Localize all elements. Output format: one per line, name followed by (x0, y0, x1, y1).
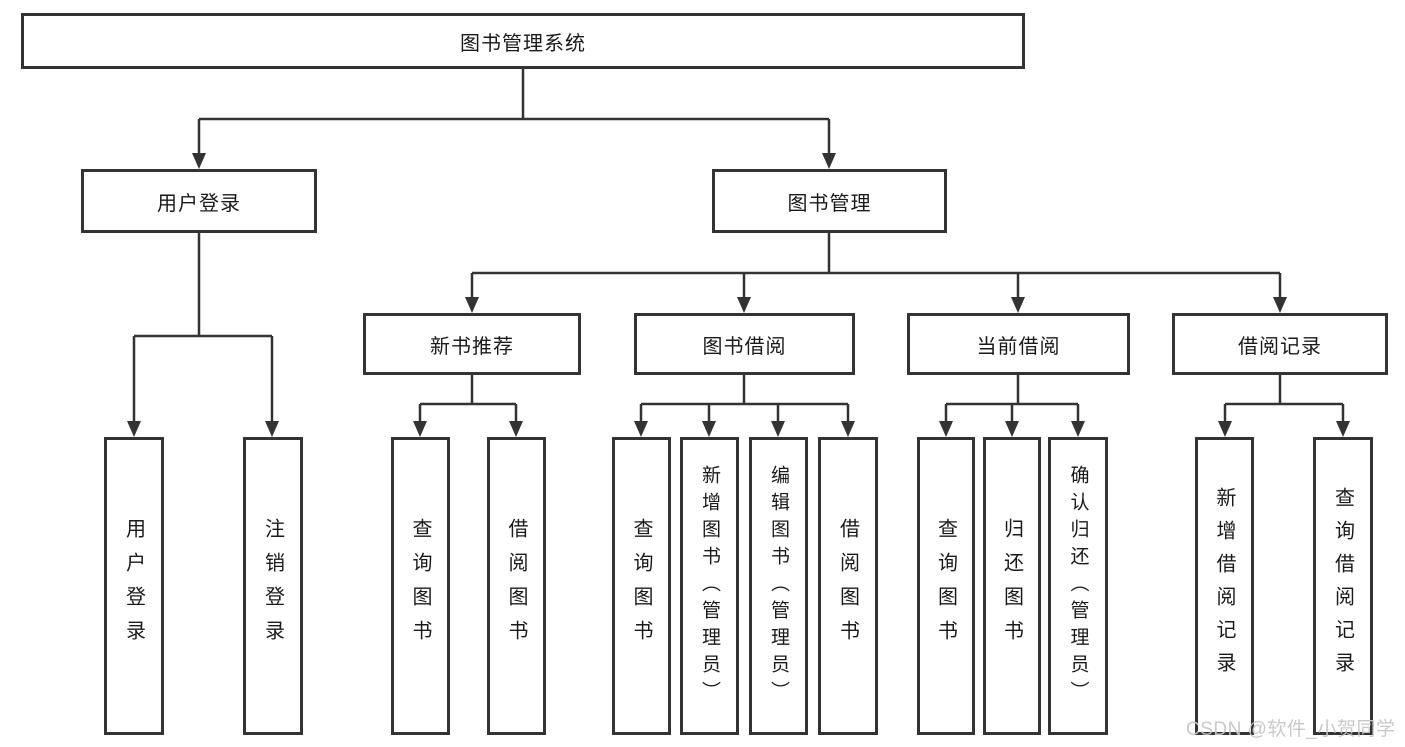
node-user-login: 用户登录 (81, 169, 317, 233)
arrowheads-borrow-records-children (1218, 421, 1350, 437)
node-current-borrow-label: 当前借阅 (976, 335, 1061, 358)
leaf-current-borrow-confirm-label: 确认归还（管理员） (1067, 464, 1089, 708)
leaf-new-books-borrow: 借阅图书 (487, 437, 546, 735)
node-root: 图书管理系统 (21, 13, 1025, 69)
leaf-current-borrow-query-label: 查询图书 (934, 518, 957, 654)
leaf-records-add: 新增借阅记录 (1195, 437, 1254, 735)
leaf-records-add-label: 新增借阅记录 (1213, 487, 1235, 685)
node-borrow-records-label: 借阅记录 (1238, 335, 1322, 358)
connector-root-to-level2 (197, 69, 831, 155)
node-root-label: 图书管理系统 (460, 32, 586, 55)
arrowheads-user-login-children (127, 421, 279, 437)
leaf-book-borrow-borrow: 借阅图书 (818, 437, 878, 735)
leaf-user-login: 用户登录 (104, 437, 164, 735)
node-borrow-records: 借阅记录 (1172, 313, 1388, 375)
leaf-records-query: 查询借阅记录 (1313, 437, 1373, 735)
arrowheads-level3 (465, 297, 1287, 313)
node-current-borrow: 当前借阅 (907, 313, 1130, 375)
node-book-borrow-label: 图书借阅 (702, 335, 787, 358)
leaf-current-borrow-return-label: 归还图书 (1000, 518, 1023, 654)
leaf-records-query-label: 查询借阅记录 (1331, 487, 1354, 685)
leaf-book-borrow-edit: 编辑图书（管理员） (749, 437, 808, 735)
node-book-borrow: 图书借阅 (634, 313, 855, 375)
node-user-login-label: 用户登录 (157, 192, 241, 215)
leaf-current-borrow-query: 查询图书 (917, 437, 975, 735)
leaf-book-borrow-borrow-label: 借阅图书 (836, 518, 859, 654)
leaf-book-borrow-query-label: 查询图书 (630, 518, 652, 654)
leaf-user-login-label: 用户登录 (122, 518, 145, 654)
leaf-book-borrow-add-label: 新增图书（管理员） (699, 464, 720, 708)
connector-new-books-to-children (418, 375, 518, 424)
leaf-new-books-query: 查询图书 (391, 437, 450, 735)
leaf-logout-label: 注销登录 (261, 518, 284, 654)
arrowheads-new-books-children (413, 421, 523, 437)
leaf-current-borrow-return: 归还图书 (983, 437, 1041, 735)
node-book-mgmt-label: 图书管理 (787, 192, 872, 215)
connector-current-borrow-to-children (944, 375, 1080, 424)
leaf-current-borrow-confirm: 确认归还（管理员） (1048, 437, 1108, 735)
node-new-books: 新书推荐 (363, 313, 581, 375)
arrowheads-current-borrow-children (939, 421, 1085, 437)
leaf-book-borrow-query: 查询图书 (612, 437, 671, 735)
arrowheads-level2 (192, 153, 836, 169)
leaf-new-books-query-label: 查询图书 (409, 518, 431, 654)
node-new-books-label: 新书推荐 (430, 335, 514, 358)
arrowheads-book-borrow-children (634, 421, 855, 437)
connector-borrow-records-to-children (1223, 375, 1345, 424)
csdn-watermark: CSDN @软件_小贺同学 (1186, 719, 1396, 740)
connector-book-mgmt-to-level3 (470, 233, 1282, 300)
leaf-new-books-borrow-label: 借阅图书 (505, 518, 527, 654)
leaf-book-borrow-edit-label: 编辑图书（管理员） (768, 464, 789, 708)
leaf-book-borrow-add: 新增图书（管理员） (680, 437, 739, 735)
leaf-logout: 注销登录 (243, 437, 303, 735)
connector-book-borrow-to-children (639, 375, 850, 424)
connector-user-login-to-children (132, 233, 274, 424)
node-book-mgmt: 图书管理 (712, 169, 947, 233)
